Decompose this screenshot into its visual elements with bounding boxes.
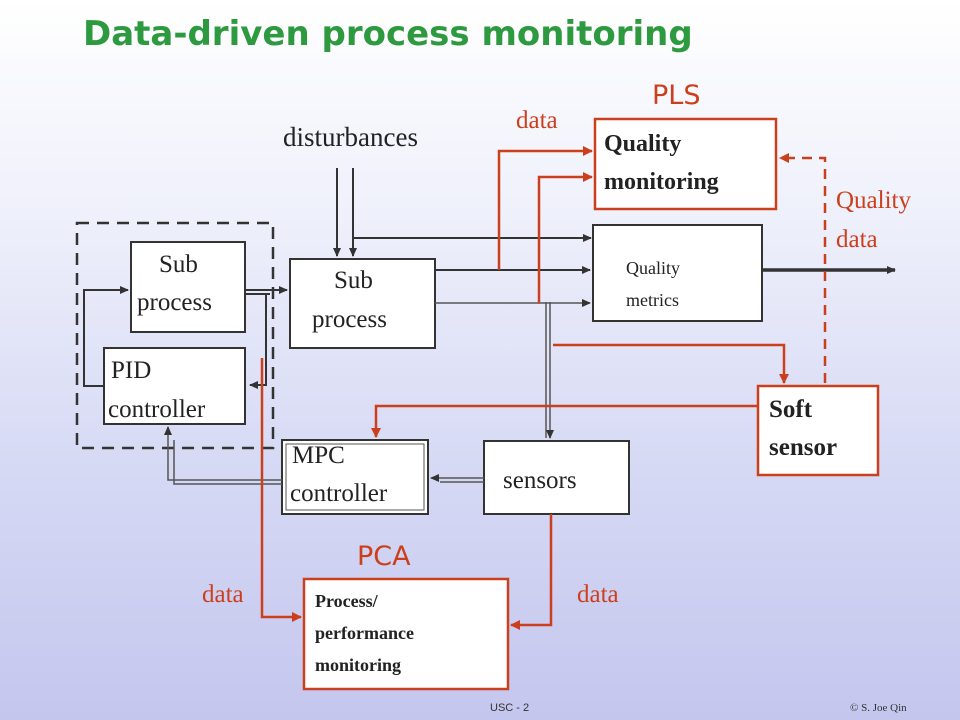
- sub-process-2-box: [289, 258, 436, 349]
- dashed-loop-boundary: [75, 221, 275, 450]
- data-to-quality-monitoring-1: [497, 146, 593, 270]
- process-monitoring-label-line1: Process/: [315, 591, 378, 611]
- mpc-controller-label-line1: MPC: [292, 442, 345, 469]
- data-label-right: data: [577, 581, 619, 608]
- quality-monitoring-label-line1: Quality: [604, 131, 682, 157]
- process-monitoring-label-line3: monitoring: [315, 655, 402, 675]
- mpc-to-pid-a: [164, 426, 282, 481]
- soft-sensor-label-line1: Soft: [769, 396, 813, 423]
- pid-controller-box: [103, 347, 246, 425]
- quality-data-label-line1: Quality: [836, 187, 911, 214]
- mpc-controller-box: [281, 439, 429, 515]
- pid-feedback-line: [249, 294, 267, 389]
- sub-process-1-label-line2: process: [137, 289, 212, 316]
- sensors-box: [483, 440, 630, 515]
- disturbances-label: disturbances: [283, 122, 418, 152]
- sensors-label: sensors: [503, 467, 577, 494]
- pca-label: PCA: [357, 541, 411, 572]
- quality-metrics-label-line2: metrics: [626, 290, 679, 310]
- pls-label: PLS: [652, 80, 701, 111]
- quality-metrics-box: [592, 224, 763, 322]
- quality-data-dashed: [779, 153, 827, 383]
- soft-sensor-to-mpc: [371, 404, 758, 438]
- slide-title: Data-driven process monitoring: [83, 14, 693, 54]
- mpc-controller-box-inner: [285, 443, 425, 511]
- sub-process-1-label-line1: Sub: [159, 251, 198, 278]
- sub-process-2-label-line2: process: [312, 306, 387, 333]
- data-to-process-monitoring-left: [260, 358, 302, 622]
- quality-monitoring-box: [593, 117, 778, 211]
- pid-output-line: [83, 286, 129, 387]
- pid-controller-label-line1: PID: [111, 357, 152, 384]
- data-label-top: data: [516, 107, 558, 134]
- footer-slide-number: USC - 2: [490, 702, 530, 714]
- data-to-soft-sensor: [553, 343, 789, 384]
- process-monitoring-box: [302, 577, 510, 691]
- data-label-left: data: [202, 581, 244, 608]
- quality-data-label-line2: data: [836, 226, 878, 253]
- process-monitoring-label-line2: performance: [315, 623, 414, 643]
- quality-monitoring-label-line2: monitoring: [604, 169, 719, 195]
- pid-controller-label-line2: controller: [108, 396, 206, 423]
- data-to-process-monitoring-right: [510, 514, 553, 630]
- mpc-controller-label-line2: controller: [290, 480, 388, 507]
- footer-copyright: © S. Joe Qin: [850, 702, 907, 714]
- soft-sensor-box: [756, 384, 880, 477]
- sub-process-1-box: [130, 241, 246, 333]
- data-to-quality-monitoring-2: [537, 172, 593, 303]
- quality-metrics-label-line1: Quality: [626, 258, 680, 278]
- mpc-to-pid-b: [173, 440, 282, 485]
- soft-sensor-label-line2: sensor: [769, 434, 838, 461]
- sub-process-2-label-line1: Sub: [334, 267, 373, 294]
